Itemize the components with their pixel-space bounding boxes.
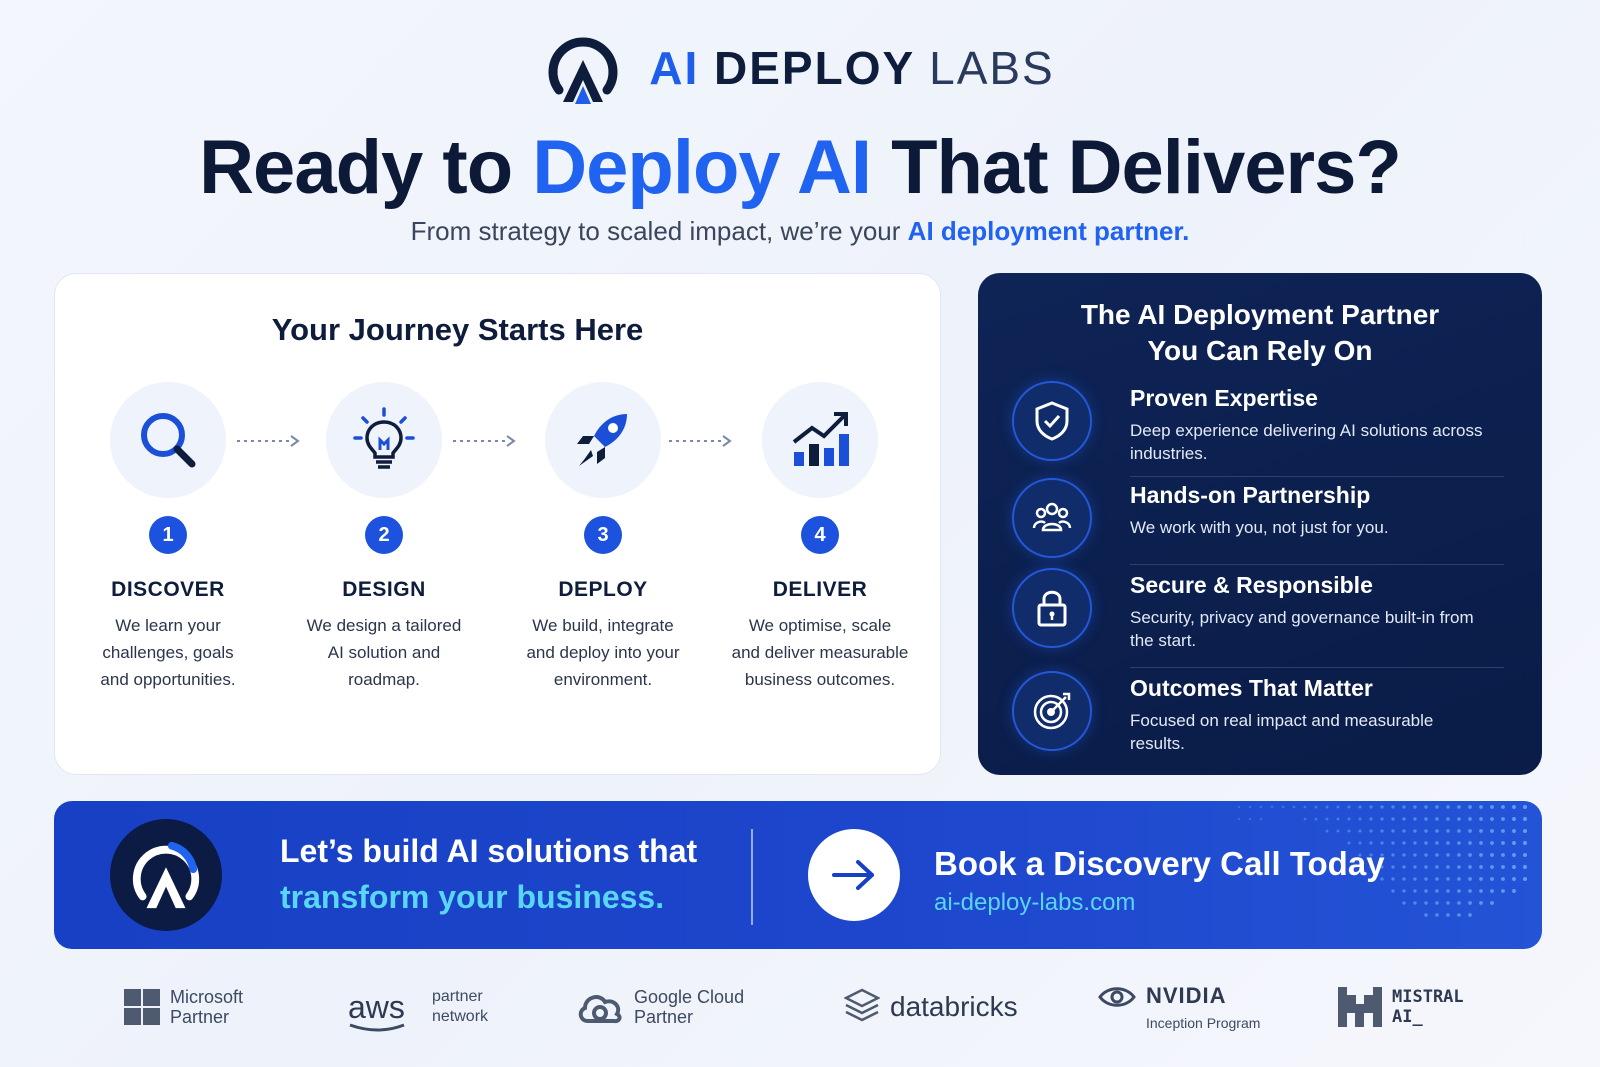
aws-wordmark: aws: [348, 988, 405, 1025]
step-number: 1: [149, 516, 187, 554]
brand-header: AI DEPLOY LABS: [0, 26, 1600, 110]
lightbulb-icon: [353, 407, 415, 469]
mistral-blocks-icon: [1338, 987, 1382, 1027]
book-call-link[interactable]: Book a Discovery Call Today: [934, 845, 1385, 882]
page-headline: Ready to Deploy AI That Delivers?: [199, 125, 1402, 210]
feature-title: Secure & Responsible: [1130, 572, 1373, 598]
feature-description: Deep experience delivering AI solutions …: [1130, 421, 1483, 463]
journey-title: Your Journey Starts Here: [271, 312, 644, 347]
feature-divider: [1130, 667, 1504, 668]
cta-tagline-line2: transform your business.: [280, 879, 665, 915]
nvidia-inception-logo: NVIDIA Inception Program: [1098, 980, 1260, 1034]
growth-chart-icon: [792, 412, 849, 466]
microsoft-icon: [124, 989, 160, 1025]
step-number: 2: [365, 516, 403, 554]
step-discover: 1 DISCOVER We learn your challenges, goa…: [73, 382, 263, 693]
step-title: DEPLOY: [558, 578, 648, 601]
step-design: 2 DESIGN We design a tailored AI solutio…: [289, 382, 479, 693]
rocket-icon: [577, 414, 627, 466]
target-icon: [1033, 692, 1071, 730]
feature-description: Security, privacy and governance built-i…: [1130, 608, 1474, 650]
brand-name: AI DEPLOY LABS: [649, 42, 1055, 94]
feature-title: Proven Expertise: [1130, 385, 1318, 411]
ai-deploy-labs-logo-icon: [132, 841, 200, 909]
microsoft-partner-logo: Microsoft Partner: [124, 980, 243, 1034]
google-cloud-partner-logo: Google Cloud Partner: [576, 980, 744, 1034]
partner-title: The AI Deployment Partner You Can Rely O…: [1080, 299, 1440, 366]
step-deploy: 3 DEPLOY We build, integrate and deploy …: [508, 382, 698, 693]
arrow-right-icon: [832, 860, 874, 890]
website-link[interactable]: ai-deploy-labs.com: [934, 889, 1136, 916]
aws-smile-icon: [349, 1023, 405, 1031]
step-number: 4: [801, 516, 839, 554]
nvidia-eye-icon: [1098, 987, 1136, 1007]
ai-deploy-labs-logo-icon: [548, 37, 618, 104]
cta-tagline-line1: Let’s build AI solutions that: [280, 833, 698, 869]
aws-partner-logo: aws partner network: [348, 980, 488, 1034]
dotted-arrow-icon: [669, 435, 732, 447]
team-icon: [1032, 502, 1072, 532]
search-icon: [141, 413, 196, 468]
databricks-layers-icon: [844, 988, 880, 1022]
feature-divider: [1130, 476, 1504, 477]
dot-pattern-decoration: [1237, 805, 1527, 917]
feature-title: Outcomes That Matter: [1130, 675, 1373, 701]
step-description: We learn your challenges, goals and oppo…: [100, 616, 236, 689]
feature-divider: [1130, 564, 1504, 565]
dotted-arrow-icon: [237, 435, 300, 447]
step-title: DELIVER: [772, 578, 868, 601]
feature-description: Focused on real impact and measurable re…: [1130, 711, 1434, 753]
cloud-icon: [578, 995, 622, 1024]
step-title: DISCOVER: [111, 578, 225, 601]
book-call-button[interactable]: [808, 829, 900, 921]
cta-banner: Let’s build AI solutions that transform …: [54, 801, 1542, 949]
step-number: 3: [584, 516, 622, 554]
shield-check-icon: [1035, 401, 1069, 441]
step-description: We optimise, scale and deliver measurabl…: [731, 616, 909, 689]
lock-icon: [1037, 590, 1067, 627]
step-description: We build, integrate and deploy into your…: [526, 616, 680, 689]
databricks-logo: databricks: [844, 980, 1018, 1034]
step-description: We design a tailored AI solution and roa…: [306, 616, 462, 689]
cta-logo: [110, 819, 222, 931]
partner-panel: The AI Deployment Partner You Can Rely O…: [978, 273, 1542, 775]
step-deliver: 4 DELIVER We optimise, scale and deliver…: [725, 382, 915, 693]
cta-divider: [751, 829, 753, 925]
step-title: DESIGN: [342, 578, 426, 601]
mistral-ai-logo: MISTRAL AI_: [1338, 980, 1464, 1034]
journey-panel: Your Journey Starts Here 1 DISCOVER We l…: [54, 273, 941, 775]
feature-title: Hands-on Partnership: [1130, 482, 1371, 508]
feature-description: We work with you, not just for you.: [1130, 518, 1389, 537]
page-subline: From strategy to scaled impact, we’re yo…: [410, 216, 1190, 246]
dotted-arrow-icon: [453, 435, 516, 447]
